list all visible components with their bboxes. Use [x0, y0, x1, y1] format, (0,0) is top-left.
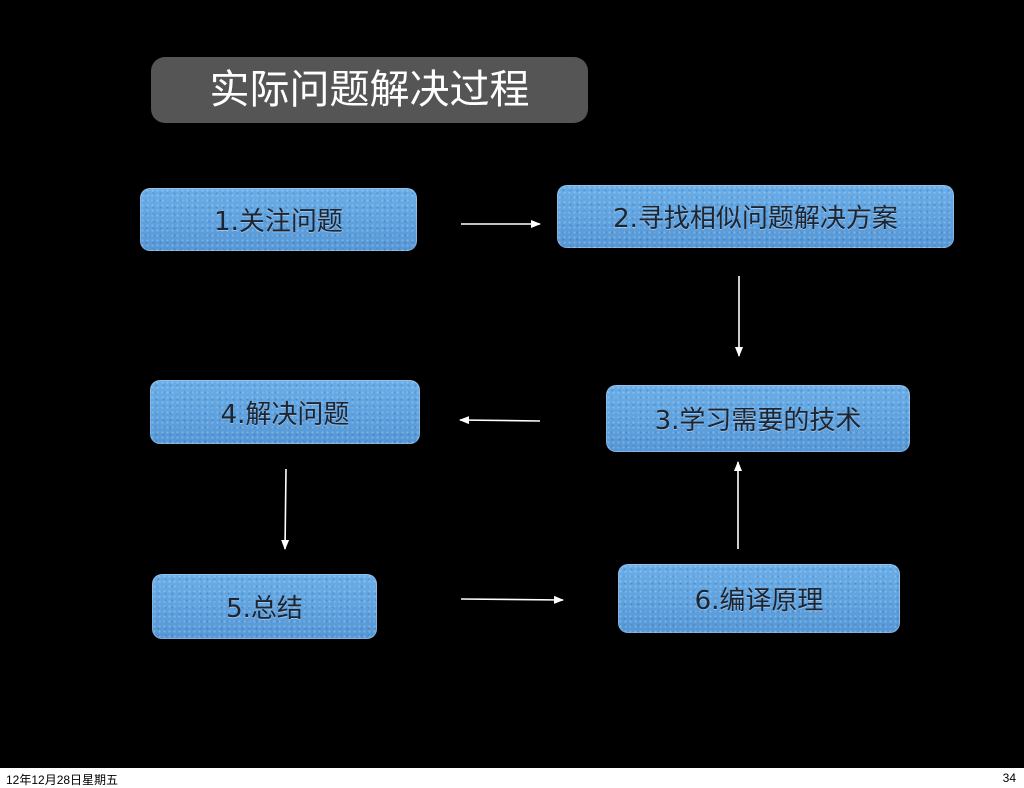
step-box-6: 6.编译原理 [618, 564, 900, 633]
step-box-3: 3.学习需要的技术 [606, 385, 910, 452]
step-box-1: 1.关注问题 [140, 188, 417, 251]
footer-date: 12年12月28日星期五 [6, 773, 119, 787]
arrow-step5-to-step6 [460, 595, 564, 604]
step-box-2: 2.寻找相似问题解决方案 [557, 185, 954, 248]
arrow-step4-to-step5 [281, 468, 290, 550]
page-number: 34 [1002, 771, 1016, 785]
arrow-step3-to-step4 [459, 416, 541, 425]
step-box-4: 4.解决问题 [150, 380, 420, 444]
slide-title: 实际问题解决过程 [151, 57, 588, 123]
step-box-5: 5.总结 [152, 574, 377, 639]
flow-arrows [281, 220, 743, 604]
footer-bar: 12年12月28日星期五 34 [0, 768, 1024, 788]
slide: 实际问题解决过程 1.关注问题 2.寻找相似问题解决方案 3.学习需要的技术 4… [0, 0, 1024, 768]
